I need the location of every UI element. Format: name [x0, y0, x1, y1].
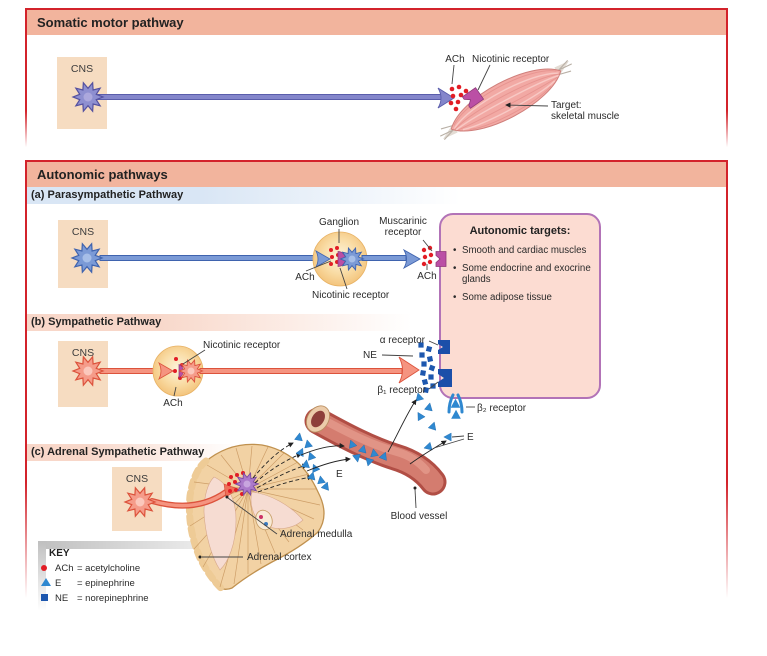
parasympathetic-heading: (a) Parasympathetic Pathway — [31, 189, 184, 201]
somatic-pathway-art — [72, 60, 572, 140]
key-abbr: NE — [55, 593, 69, 604]
key-definition: = acetylcholine — [77, 563, 141, 574]
autonomic-target-item: Smooth and cardiac muscles — [453, 245, 595, 257]
sympathetic-cns-neuron — [72, 356, 104, 386]
beta2-receptor — [447, 393, 464, 419]
cns-label-somatic: CNS — [70, 63, 94, 75]
cns-label-parasympathetic: CNS — [71, 226, 95, 238]
label-e-b: E — [467, 432, 474, 443]
adrenal-heading: (c) Adrenal Sympathetic Pathway — [31, 446, 205, 458]
label-adrenal-medulla: Adrenal medulla — [280, 529, 353, 540]
parasympathetic-ganglion-neuron — [339, 247, 365, 271]
adrenal-vessel-cross-section — [255, 509, 273, 531]
label-target: Target: skeletal muscle — [551, 100, 619, 122]
parasympathetic-pathway-art — [71, 231, 447, 287]
label-ne: NE — [363, 350, 377, 361]
terminal-ach-dots — [421, 245, 434, 267]
autonomic-target-item: Some endocrine and exocrine glands — [453, 263, 595, 286]
label-ach-b: ACh — [163, 398, 183, 409]
label-target-line1: Target: — [551, 100, 582, 111]
key-definition: = epinephrine — [77, 578, 135, 589]
key-title: KEY — [49, 548, 70, 559]
autonomic-targets-list: Smooth and cardiac muscles Some endocrin… — [453, 245, 595, 303]
somatic-panel-title: Somatic motor pathway — [37, 15, 184, 30]
label-ganglion: Ganglion — [318, 217, 360, 228]
label-muscarinic-receptor: Muscarinic receptor — [379, 216, 427, 238]
label-nicotinic-b: Nicotinic receptor — [203, 340, 281, 351]
label-beta1-receptor: β₁ receptor — [377, 385, 426, 396]
somatic-neuron — [72, 82, 104, 112]
adrenal-pathway-art — [124, 399, 447, 593]
label-alpha-receptor: α receptor — [379, 335, 425, 346]
parasympathetic-section-bar: (a) Parasympathetic Pathway — [27, 187, 726, 204]
autonomic-target-item: Some adipose tissue — [453, 292, 595, 304]
key-abbr: ACh — [55, 563, 74, 574]
epinephrine-triangle-icon — [41, 578, 55, 589]
somatic-panel-header: Somatic motor pathway — [27, 10, 726, 35]
adrenal-medulla-cell — [234, 472, 260, 496]
blood-vessel — [304, 405, 447, 496]
key-definition: = norepinephrine — [77, 593, 149, 604]
autonomic-panel-header: Autonomic pathways — [27, 162, 726, 187]
cns-label-adrenal: CNS — [125, 473, 149, 485]
label-target-line2: skeletal muscle — [551, 111, 620, 122]
autonomic-panel-title: Autonomic pathways — [37, 167, 168, 182]
sympathetic-ganglion-neuron — [178, 359, 204, 383]
autonomic-targets-title: Autonomic targets: — [469, 225, 571, 237]
somatic-nicotinic-receptor — [461, 87, 485, 109]
key-item-ach: ACh = acetylcholine — [41, 563, 140, 574]
label-ach-terminal-a: ACh — [417, 271, 437, 282]
beta1-receptor — [438, 369, 452, 387]
label-ach-somatic: ACh — [445, 54, 465, 65]
key-abbr: E — [55, 578, 62, 589]
leader-end-dots — [198, 486, 417, 559]
norepinephrine-square-icon — [41, 593, 55, 604]
somatic-panel: Somatic motor pathway — [25, 8, 728, 150]
label-blood-vessel: Blood vessel — [390, 511, 448, 522]
label-nicotinic-somatic: Nicotinic receptor — [472, 54, 550, 65]
adrenal-ach-dots — [227, 471, 245, 496]
cns-label-sympathetic: CNS — [71, 347, 95, 359]
key-item-ne: NE = norepinephrine — [41, 593, 149, 604]
epinephrine-triangles-b — [413, 391, 452, 453]
label-leader-lines — [173, 64, 549, 558]
label-e-c: E — [336, 469, 343, 480]
muscarinic-receptor — [435, 251, 447, 267]
label-beta2-receptor: β₂ receptor — [477, 403, 527, 414]
sympathetic-pathway-art — [72, 340, 464, 453]
somatic-axon-terminal — [437, 87, 455, 109]
sympathetic-heading: (b) Sympathetic Pathway — [31, 316, 162, 328]
circulation-arrows — [300, 399, 447, 472]
somatic-ach-dots — [448, 84, 469, 112]
key-box-shadow-left — [38, 541, 46, 611]
skeletal-muscle — [440, 60, 572, 140]
adrenal-cns-neuron — [124, 487, 156, 517]
alpha-receptor — [438, 340, 450, 354]
autonomic-panel: Autonomic pathways — [25, 160, 728, 607]
sympathetic-axon-terminal — [398, 356, 420, 384]
parasympathetic-cns-neuron — [71, 243, 103, 273]
ach-dot-icon — [41, 563, 55, 574]
label-nicotinic-a: Nicotinic receptor — [312, 290, 390, 301]
key-box-shadow-top — [38, 541, 278, 549]
key-item-e: E = epinephrine — [41, 578, 135, 589]
label-adrenal-cortex: Adrenal cortex — [247, 552, 312, 563]
label-ach-ganglion-a: ACh — [295, 272, 315, 283]
autonomic-targets-box: Autonomic targets: Smooth and cardiac mu… — [439, 213, 601, 399]
